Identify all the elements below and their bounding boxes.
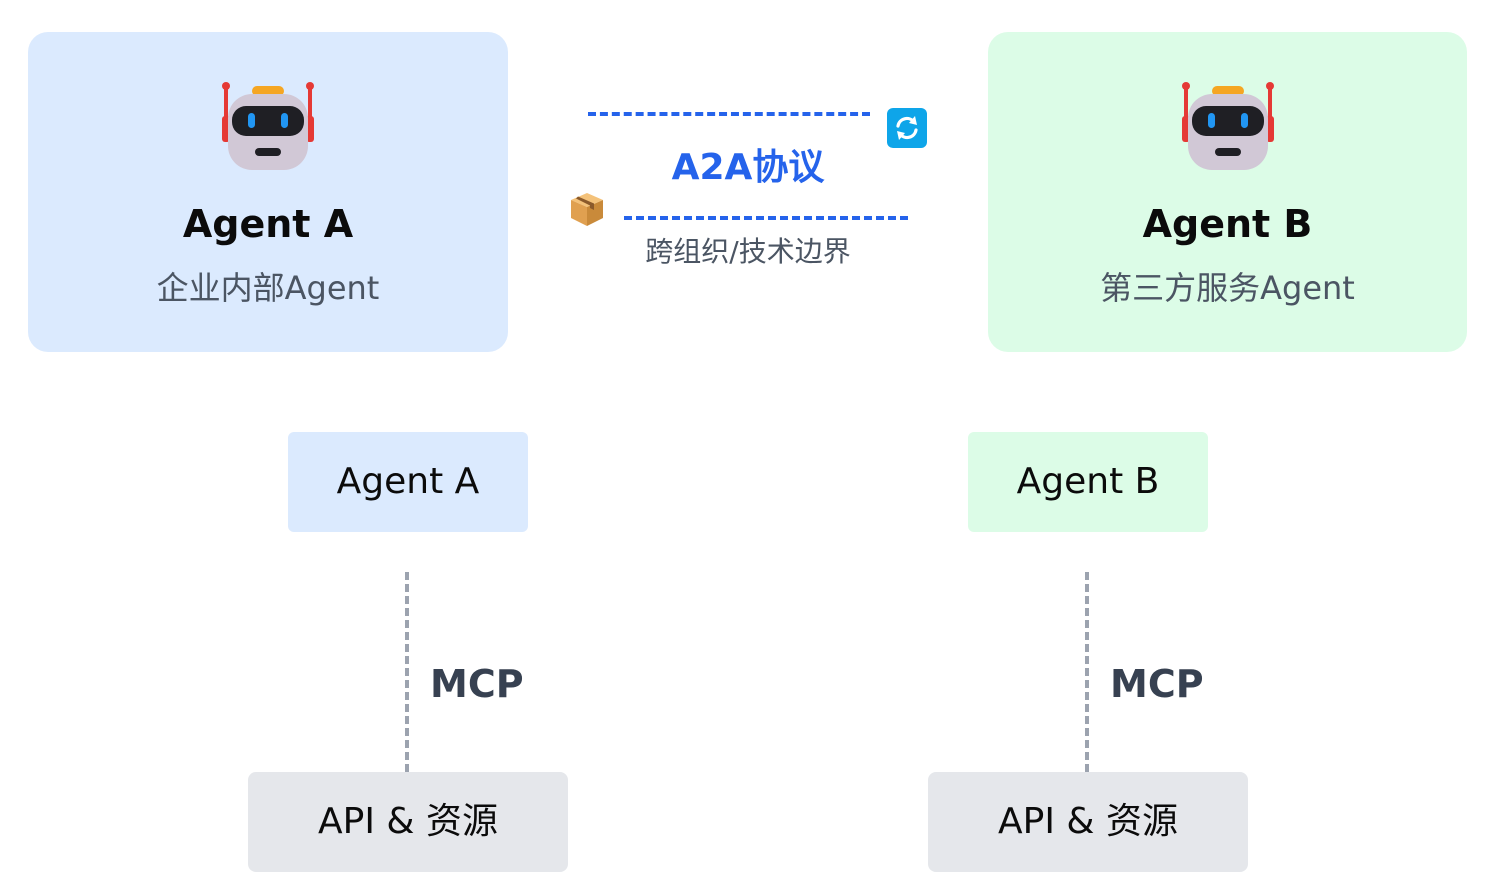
robot-icon xyxy=(222,82,314,170)
agent-b-subtitle: 第三方服务Agent xyxy=(1100,269,1355,307)
agent-a-title: Agent A xyxy=(182,202,354,246)
agent-a-subtitle: 企业内部Agent xyxy=(156,269,380,307)
agent-b-box: Agent B xyxy=(968,432,1208,532)
protocol-subtitle: 跨组织/技术边界 xyxy=(645,235,851,268)
robot-icon xyxy=(1181,82,1274,170)
mcp-label-left: MCP xyxy=(430,662,524,706)
protocol-dashed-line-top xyxy=(588,112,870,116)
protocol-title: A2A协议 xyxy=(671,147,825,188)
api-resources-box-left: API & 资源 xyxy=(248,772,568,872)
mcp-connector-line-left xyxy=(405,572,409,772)
api-resources-box-right: API & 资源 xyxy=(928,772,1248,872)
sync-icon xyxy=(887,108,927,148)
agent-b-title: Agent B xyxy=(1142,202,1313,246)
mcp-label-right: MCP xyxy=(1110,662,1204,706)
mcp-connector-line-right xyxy=(1085,572,1089,772)
package-icon xyxy=(571,193,603,226)
protocol-dashed-line-bottom xyxy=(624,216,908,220)
agent-b-card: Agent B 第三方服务Agent xyxy=(988,32,1467,352)
agent-a-box: Agent A xyxy=(288,432,528,532)
agent-a-card: Agent A 企业内部Agent xyxy=(28,32,508,352)
